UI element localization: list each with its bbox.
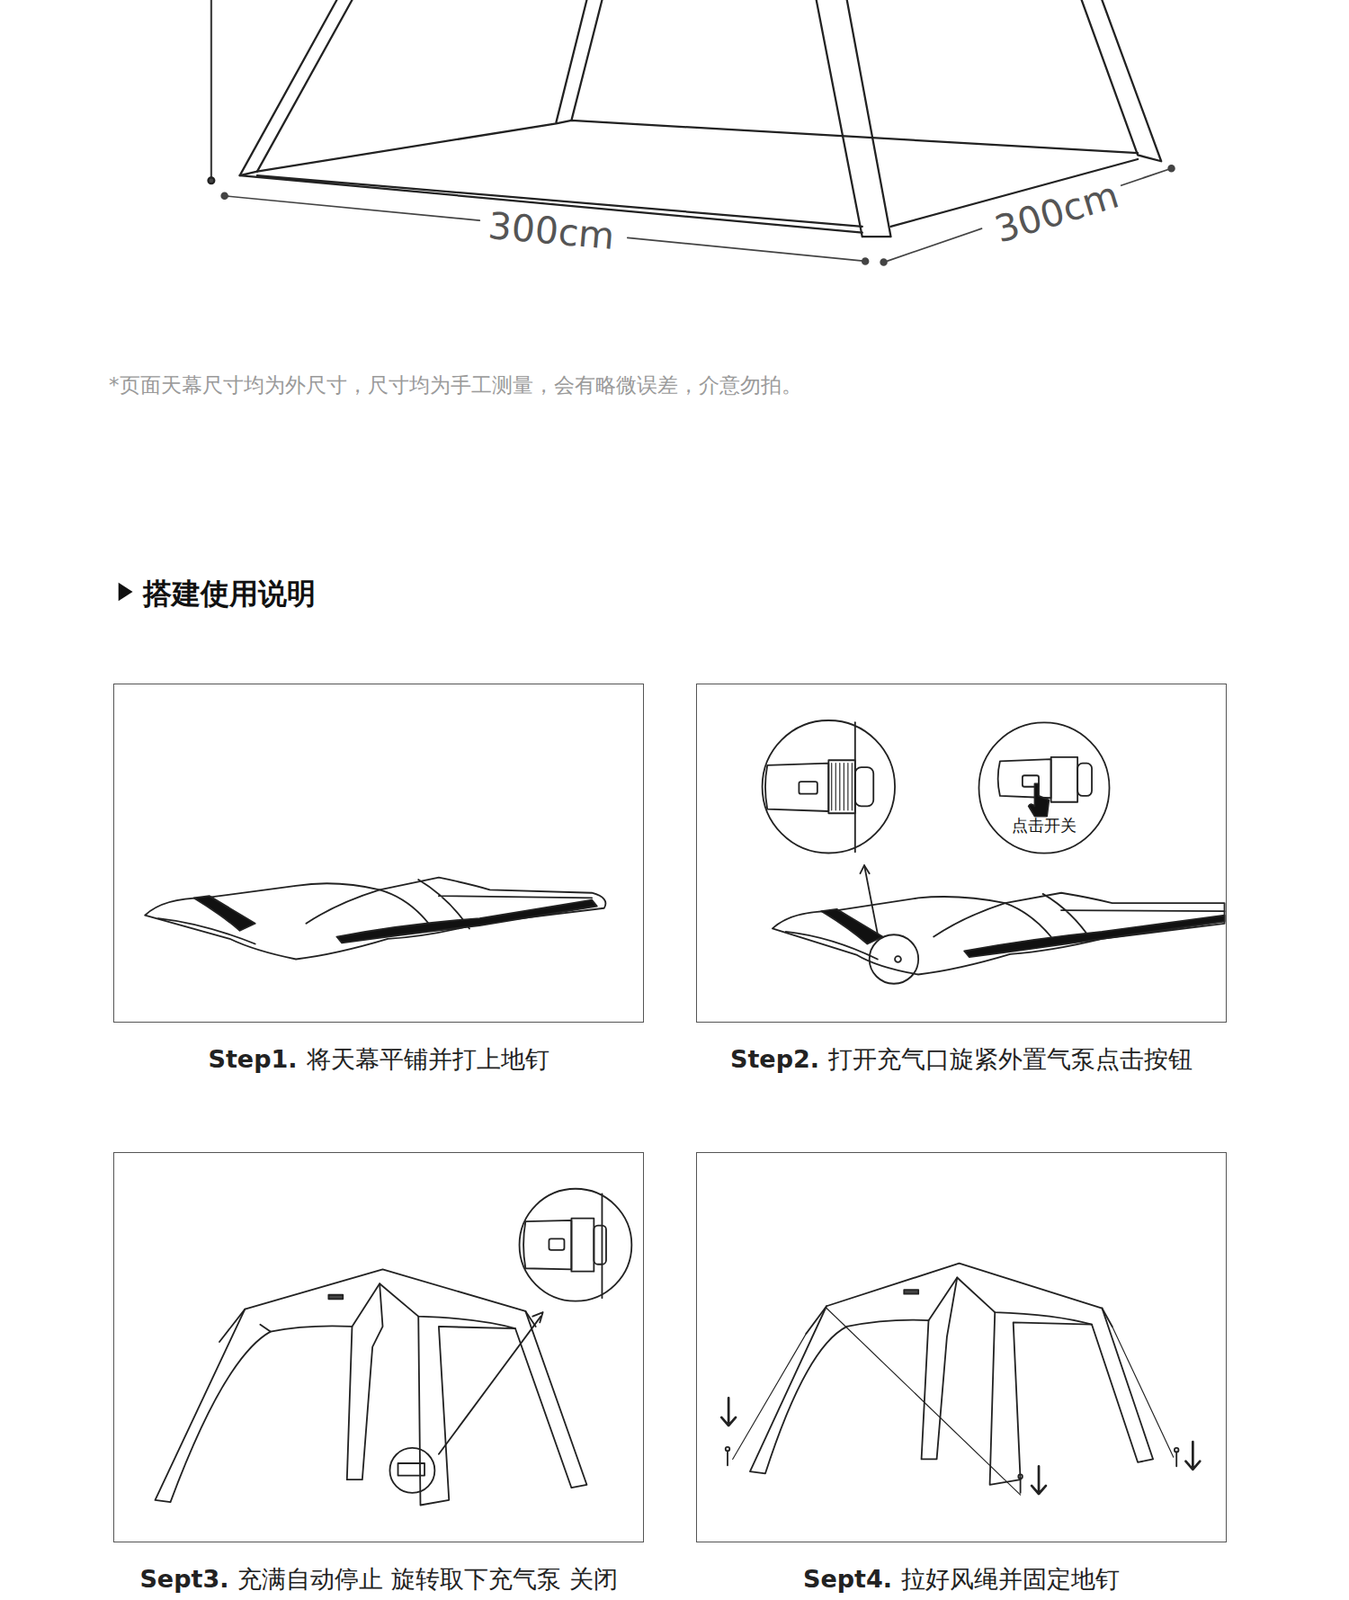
bullet-triangle xyxy=(118,582,134,601)
flat-tent xyxy=(144,877,606,960)
step-text: 打开充气口旋紧外置气泵点击按钮 xyxy=(828,1045,1193,1073)
step-text: 拉好风绳并固定地钉 xyxy=(901,1564,1120,1593)
dimension-label: 300cm xyxy=(481,203,622,259)
step-panel: Sept4.拉好风绳并固定地钉 xyxy=(696,1152,1227,1543)
step-panel: Step2.打开充气口旋紧外置气泵点击按钮点击开关 xyxy=(696,683,1227,1023)
step-text: 将天幕平铺并打上地钉 xyxy=(306,1045,550,1073)
pump-zoom xyxy=(998,757,1092,817)
section-heading: 搭建使用说明 xyxy=(142,574,316,615)
dimension-line xyxy=(221,165,1175,266)
canopy-tent xyxy=(721,1263,1200,1496)
step-panel: Sept3.充满自动停止 旋转取下充气泵 关闭 xyxy=(113,1152,644,1543)
step-caption: Sept4. 拉好风绳并固定地钉 xyxy=(803,1563,1120,1596)
step-text: 充满自动停止 旋转取下充气泵 关闭 xyxy=(237,1564,617,1593)
dimension-label: 300cm xyxy=(984,171,1129,254)
step-number: Sept3. xyxy=(139,1564,229,1593)
step-number: Sept4. xyxy=(803,1564,893,1593)
zoom-circle: 点击开关 xyxy=(977,721,1111,855)
note-text: *页面天幕尺寸均为外尺寸，尺寸均为手工测量，会有略微误差，介意勿拍。 xyxy=(108,371,803,400)
step-caption: Sept3. 充满自动停止 旋转取下充气泵 关闭 xyxy=(139,1563,617,1596)
step-number: Step2. xyxy=(730,1045,820,1073)
step-caption: Step1. 将天幕平铺并打上地钉 xyxy=(207,1043,549,1076)
pump-zoom xyxy=(762,720,895,853)
step-number: Step1. xyxy=(207,1045,297,1073)
step-caption: Step2. 打开充气口旋紧外置气泵点击按钮 xyxy=(730,1043,1193,1076)
step-panel: Step1.将天幕平铺并打上地钉 xyxy=(113,683,644,1023)
canopy-tent xyxy=(155,1188,633,1506)
button-label: 点击开关 xyxy=(1011,814,1077,837)
flat-tent xyxy=(772,865,1225,984)
